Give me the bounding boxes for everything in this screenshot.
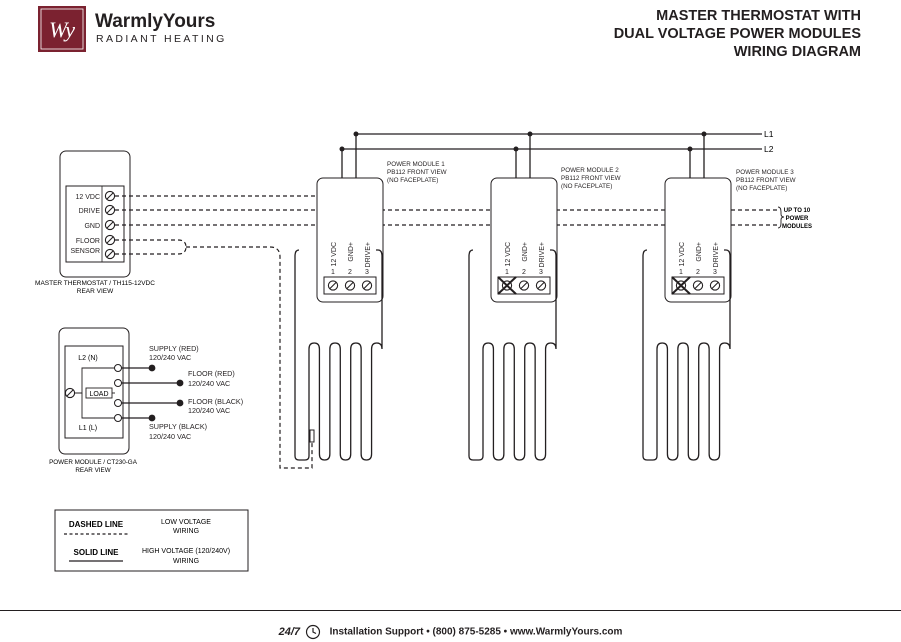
m1-terminal-drive: DRIVE+	[365, 242, 372, 267]
m3-terminal-drive: DRIVE+	[713, 242, 720, 267]
floor-red-label: FLOOR (RED)	[188, 369, 235, 378]
m3-terminal-number: 3	[713, 269, 717, 276]
title-line-1: MASTER THERMOSTAT WITH	[656, 8, 861, 24]
load-label: LOAD	[89, 391, 108, 398]
l1-label: L1	[764, 129, 774, 139]
supply-black-voltage: 120/240 VAC	[149, 432, 191, 441]
legend-dashed-desc: LOW VOLTAGE	[161, 519, 211, 526]
m1-terminal-12vdc: 12 VDC	[331, 242, 338, 267]
rear-power-module: L2 (N) L1 (L) LOAD	[58, 327, 184, 455]
floor-red-voltage: 120/240 VAC	[188, 379, 230, 388]
footer: 24/7 Installation Support • (800) 875-52…	[0, 610, 901, 642]
m1-terminal-number: 2	[348, 269, 352, 276]
legend-solid-desc-2: WIRING	[173, 558, 199, 565]
heating-cable-3	[642, 249, 731, 461]
m2-terminal-12vdc: 12 VDC	[505, 242, 512, 267]
m1-terminal-number: 3	[365, 269, 369, 276]
footer-support: 24/7 Installation Support • (800) 875-52…	[0, 624, 901, 640]
m2-terminal-drive: DRIVE+	[539, 242, 546, 267]
unused-terminal-cross-icon	[671, 276, 691, 295]
supply-red-label: SUPPLY (RED)	[149, 344, 199, 353]
thermostat-terminal-sensor: SENSOR	[70, 248, 100, 255]
title-line-3: WIRING DIAGRAM	[734, 44, 861, 60]
supply-red-voltage: 120/240 VAC	[149, 353, 191, 362]
title-line-2: DUAL VOLTAGE POWER MODULES	[614, 26, 862, 42]
heating-cable-1	[294, 249, 383, 461]
m3-terminal-number: 1	[679, 269, 683, 276]
thermostat-caption-view: REAR VIEW	[77, 288, 114, 295]
legend-solid-desc: HIGH VOLTAGE (120/240V)	[142, 548, 230, 555]
legend-dashed-desc-2: WIRING	[173, 528, 199, 535]
power-module-1	[316, 177, 384, 303]
thermostat-terminal-drive: DRIVE	[79, 208, 101, 215]
m3-terminal-gnd: GND+	[696, 242, 703, 262]
up-to-label-3: MODULES	[782, 224, 812, 230]
floor-black-voltage: 120/240 VAC	[188, 406, 230, 415]
module-2-note: (NO FACEPLATE)	[561, 183, 612, 190]
up-to-label-2: POWER	[786, 216, 809, 222]
brand-name: WarmlyYours	[95, 11, 215, 32]
l2-label: L2	[764, 144, 774, 154]
rear-module-caption: POWER MODULE / CT230-GA	[49, 459, 138, 466]
power-module-2	[490, 177, 558, 303]
m2-terminal-number: 3	[539, 269, 543, 276]
brand-logo: Wy	[38, 6, 86, 52]
legend-dashed-label: DASHED LINE	[69, 520, 124, 529]
heating-cable-2	[468, 249, 557, 461]
m3-terminal-12vdc: 12 VDC	[679, 242, 686, 267]
floor-sensor-probe	[309, 429, 315, 443]
module-3-note: (NO FACEPLATE)	[736, 185, 787, 192]
logo-monogram: Wy	[49, 17, 75, 42]
support-text: Installation Support • (800) 875-5285 • …	[329, 626, 623, 638]
m2-terminal-number: 2	[522, 269, 526, 276]
module-1-model: PB112 FRONT VIEW	[387, 169, 447, 176]
thermostat-terminal-12vdc: 12 VDC	[75, 194, 100, 201]
module-2-model: PB112 FRONT VIEW	[561, 175, 621, 182]
module-1-note: (NO FACEPLATE)	[387, 177, 438, 184]
thermostat-terminal-gnd: GND	[84, 223, 100, 230]
unused-terminal-cross-icon	[497, 276, 517, 295]
m1-terminal-gnd: GND+	[348, 242, 355, 262]
thermostat-caption: MASTER THERMOSTAT / TH115-12VDC	[35, 280, 155, 287]
footer-rule	[0, 610, 901, 611]
support-badge: 24/7	[278, 626, 301, 638]
rear-l2-label: L2 (N)	[78, 355, 97, 362]
module-2-title: POWER MODULE 2	[561, 167, 619, 174]
m1-terminal-number: 1	[331, 269, 335, 276]
rear-l1-label: L1 (L)	[79, 425, 97, 432]
module-1-title: POWER MODULE 1	[387, 161, 445, 168]
m2-terminal-number: 1	[505, 269, 509, 276]
module-3-title: POWER MODULE 3	[736, 169, 794, 176]
rear-module-caption-view: REAR VIEW	[75, 467, 110, 474]
m2-terminal-gnd: GND+	[522, 242, 529, 262]
heating-cables	[294, 249, 731, 461]
supply-black-label: SUPPLY (BLACK)	[149, 422, 207, 431]
m3-terminal-number: 2	[696, 269, 700, 276]
power-module-3	[664, 177, 732, 303]
legend-solid-label: SOLID LINE	[74, 548, 120, 557]
clock-icon	[305, 624, 320, 640]
thermostat-terminal-floor: FLOOR	[76, 238, 100, 245]
up-to-label: UP TO 10	[784, 208, 811, 214]
floor-black-label: FLOOR (BLACK)	[188, 397, 243, 406]
module-3-model: PB112 FRONT VIEW	[736, 177, 796, 184]
master-thermostat: 12 VDC DRIVE GND FLOOR SENSOR	[59, 150, 131, 278]
legend: DASHED LINE LOW VOLTAGE WIRING SOLID LIN…	[54, 509, 249, 572]
brand-tagline: RADIANT HEATING	[96, 33, 227, 45]
